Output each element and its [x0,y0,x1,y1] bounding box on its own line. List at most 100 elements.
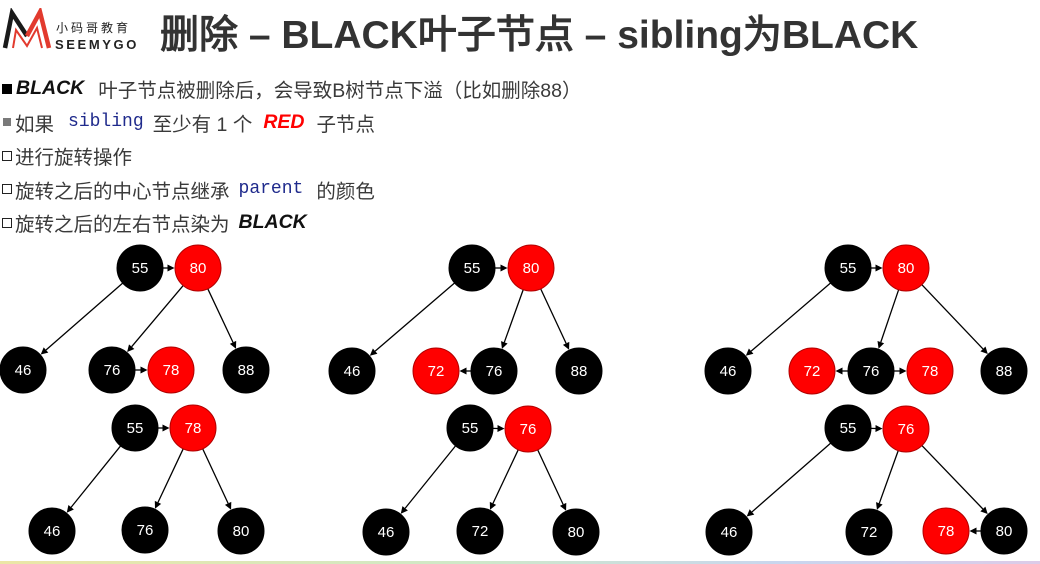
node-label: 55 [464,260,481,277]
red-tree-node: 80 [882,244,930,292]
node-label: 78 [922,363,939,380]
node-label: 46 [15,362,32,379]
node-label: 55 [127,420,144,437]
node-circle [116,244,164,292]
node-label: 76 [520,421,537,438]
node-link-arrow [835,367,848,375]
arrowhead [875,264,883,272]
arrow-shaft [750,282,831,352]
bullet-text: 至少有 1 个 [152,113,253,136]
black-tree-node: 46 [328,347,376,395]
node-circle [845,508,893,556]
node-link-arrow [135,366,148,374]
node-circle [704,347,752,395]
node-label: 76 [137,522,154,539]
node-label: 80 [568,524,585,541]
black-tree-node: 76 [470,347,518,395]
black-tree-node: 88 [222,346,270,394]
bullet-item: BLACK 叶子节点被删除后，会导致B树节点下溢（比如删除88） [0,72,581,106]
child-edge-arrow [745,282,831,356]
arrow-shaft [157,448,184,503]
arrow-shaft [880,289,900,343]
node-label: 46 [721,524,738,541]
node-label: 80 [233,523,250,540]
black-keyword: BLACK [16,77,85,100]
bullet-marker [2,83,12,94]
black-tree-node: 46 [362,508,410,556]
arrowhead [459,367,467,375]
arrowhead [162,424,170,432]
arrow-shaft [751,442,832,513]
node-circle [906,347,954,395]
node-circle [121,506,169,554]
node-label: 88 [996,363,1013,380]
arrowhead [66,505,74,513]
red-keyword: RED [263,110,305,133]
arrow-shaft [492,449,519,504]
arrowhead [877,340,885,349]
bullet-marker [3,118,11,127]
arrow-shaft [921,445,984,510]
red-tree-node: 80 [507,244,555,292]
red-tree-node: 72 [788,347,836,395]
arrowhead [140,366,148,374]
node-circle [169,404,217,452]
node-label: 55 [840,420,857,437]
arrowhead [501,341,508,349]
arrowhead [497,424,505,432]
arrow-shaft [131,285,184,348]
node-circle [555,347,603,395]
arrowhead [746,509,755,517]
bullet-text: 子节点 [316,113,376,136]
arrowhead [876,502,883,510]
arrowhead [562,341,570,350]
child-edge-arrow [400,445,457,514]
node-circle [882,244,930,292]
footer-decoration-bar [0,561,1040,564]
child-edge-arrow [921,284,988,354]
node-circle [470,347,518,395]
arrow-shaft [70,445,122,508]
child-edge-arrow [127,285,184,353]
node-circle [980,507,1028,555]
arrowhead [224,501,232,510]
arrow-shaft [404,445,457,509]
red-tree-node: 78 [169,404,217,452]
node-link-arrow [492,424,505,432]
child-edge-arrow [40,282,124,355]
black-tree-node: 46 [704,347,752,395]
black-tree-node: 80 [980,507,1028,555]
node-circle [222,346,270,394]
black-tree-node: 55 [448,244,496,292]
bullet-text: 旋转之后的中心节点继承 [15,180,230,203]
black-tree-node: 76 [88,346,136,394]
node-label: 72 [804,363,821,380]
bullet-marker [2,217,12,228]
node-link-arrow [163,264,175,272]
bullet-item: 旋转之后的左右节点染为 BLACK [0,206,581,240]
arrowhead [559,502,567,511]
node-circle [111,404,159,452]
arrowhead [400,506,408,514]
arrowhead [167,264,175,272]
arrowhead [980,346,988,354]
child-edge-arrow [489,449,519,510]
arrowhead [899,367,907,375]
node-label: 55 [840,260,857,277]
red-tree-node: 76 [504,405,552,453]
bullet-list: BLACK 叶子节点被删除后，会导致B树节点下溢（比如删除88） 如果 sibl… [0,72,581,240]
arrow-shaft [45,282,124,351]
bullet-item: 旋转之后的中心节点继承 parent 的颜色 [0,173,581,207]
code-term-sibling: sibling [68,112,144,133]
arrowhead [489,501,497,510]
node-label: 88 [238,362,255,379]
child-edge-arrow [921,445,988,515]
arrowhead [369,348,378,356]
black-tree-node: 72 [456,507,504,555]
node-link-arrow [871,264,883,272]
child-edge-arrow [746,442,832,517]
arrow-shaft [202,448,229,504]
